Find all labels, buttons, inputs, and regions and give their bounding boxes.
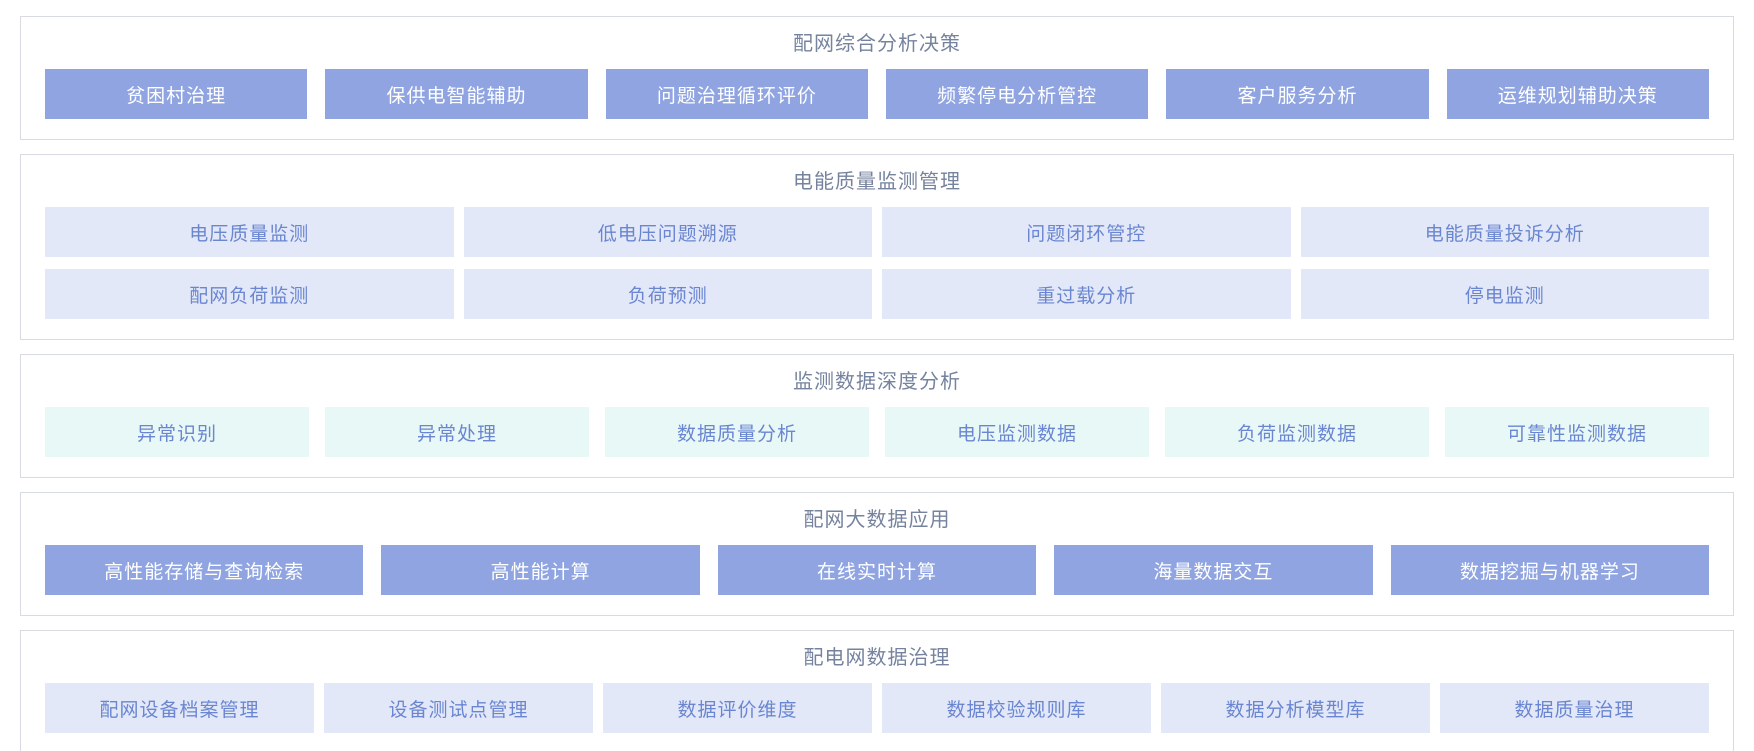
- section-title: 电能质量监测管理: [793, 171, 961, 193]
- module-tile-button[interactable]: 在线实时计算: [717, 545, 1037, 595]
- tile-row: 贫困村治理保供电智能辅助问题治理循环评价频繁停电分析管控客户服务分析运维规划辅助…: [45, 69, 1709, 119]
- section-card-comprehensive-analysis-decision: 配网综合分析决策 贫困村治理保供电智能辅助问题治理循环评价频繁停电分析管控客户服…: [20, 16, 1734, 140]
- module-tile-button[interactable]: 保供电智能辅助: [325, 69, 588, 119]
- module-tile-button[interactable]: 电压质量监测: [45, 207, 454, 257]
- module-tile-button[interactable]: 贫困村治理: [45, 69, 308, 119]
- module-tile-button[interactable]: 负荷监测数据: [1165, 407, 1429, 457]
- module-tile-button[interactable]: 海量数据交互: [1054, 545, 1373, 595]
- module-tile-button[interactable]: 问题闭环管控: [882, 207, 1291, 257]
- module-tile-button[interactable]: 可靠性监测数据: [1445, 407, 1709, 457]
- section-card-power-quality-monitoring: 电能质量监测管理 电压质量监测低电压问题溯源问题闭环管控电能质量投诉分析配网负荷…: [20, 154, 1734, 340]
- module-tile-button[interactable]: 高性能计算: [381, 545, 700, 595]
- module-tile-button[interactable]: 异常识别: [45, 407, 309, 457]
- module-tile-button[interactable]: 负荷预测: [463, 269, 872, 319]
- section-title: 配电网数据治理: [803, 647, 951, 669]
- module-tile-button[interactable]: 配网负荷监测: [45, 269, 454, 319]
- module-tile-button[interactable]: 电压监测数据: [885, 407, 1149, 457]
- module-tile-button[interactable]: 配网设备档案管理: [45, 683, 314, 733]
- module-tile-button[interactable]: 客户服务分析: [1166, 69, 1429, 119]
- module-tile-button[interactable]: 数据校验规则库: [882, 683, 1151, 733]
- module-tile-button[interactable]: 问题治理循环评价: [605, 69, 868, 119]
- module-tile-button[interactable]: 运维规划辅助决策: [1446, 69, 1709, 119]
- tile-row: 配网负荷监测负荷预测重过载分析停电监测: [45, 269, 1709, 319]
- section-rows: 配网设备档案管理设备测试点管理数据评价维度数据校验规则库数据分析模型库数据质量治…: [45, 683, 1709, 733]
- module-tile-button[interactable]: 重过载分析: [882, 269, 1291, 319]
- tile-row: 异常识别异常处理数据质量分析电压监测数据负荷监测数据可靠性监测数据: [45, 407, 1709, 457]
- module-tile-button[interactable]: 数据评价维度: [603, 683, 872, 733]
- module-tile-button[interactable]: 数据质量分析: [605, 407, 869, 457]
- section-rows: 电压质量监测低电压问题溯源问题闭环管控电能质量投诉分析配网负荷监测负荷预测重过载…: [45, 207, 1709, 319]
- tile-row: 配网设备档案管理设备测试点管理数据评价维度数据校验规则库数据分析模型库数据质量治…: [45, 683, 1709, 733]
- module-tile-button[interactable]: 低电压问题溯源: [463, 207, 872, 257]
- section-rows: 贫困村治理保供电智能辅助问题治理循环评价频繁停电分析管控客户服务分析运维规划辅助…: [45, 69, 1709, 119]
- module-tile-button[interactable]: 停电监测: [1300, 269, 1709, 319]
- section-rows: 异常识别异常处理数据质量分析电压监测数据负荷监测数据可靠性监测数据: [45, 407, 1709, 457]
- section-title: 配网综合分析决策: [793, 33, 961, 55]
- section-card-monitoring-data-deep-analysis: 监测数据深度分析 异常识别异常处理数据质量分析电压监测数据负荷监测数据可靠性监测…: [20, 354, 1734, 478]
- section-card-data-governance: 配电网数据治理 配网设备档案管理设备测试点管理数据评价维度数据校验规则库数据分析…: [20, 630, 1734, 751]
- tile-row: 电压质量监测低电压问题溯源问题闭环管控电能质量投诉分析: [45, 207, 1709, 257]
- module-tile-button[interactable]: 异常处理: [325, 407, 589, 457]
- module-tile-button[interactable]: 高性能存储与查询检索: [45, 545, 364, 595]
- module-tile-button[interactable]: 频繁停电分析管控: [885, 69, 1149, 119]
- section-card-big-data-application: 配网大数据应用 高性能存储与查询检索高性能计算在线实时计算海量数据交互数据挖掘与…: [20, 492, 1734, 616]
- module-tile-button[interactable]: 设备测试点管理: [324, 683, 593, 733]
- tile-row: 高性能存储与查询检索高性能计算在线实时计算海量数据交互数据挖掘与机器学习: [45, 545, 1710, 595]
- module-tile-button[interactable]: 数据分析模型库: [1161, 683, 1430, 733]
- section-title: 监测数据深度分析: [793, 371, 961, 393]
- module-tile-button[interactable]: 数据挖掘与机器学习: [1390, 545, 1710, 595]
- section-title: 配网大数据应用: [803, 509, 951, 531]
- section-rows: 高性能存储与查询检索高性能计算在线实时计算海量数据交互数据挖掘与机器学习: [45, 545, 1710, 595]
- module-tile-button[interactable]: 数据质量治理: [1440, 683, 1709, 733]
- module-tile-button[interactable]: 电能质量投诉分析: [1300, 207, 1709, 257]
